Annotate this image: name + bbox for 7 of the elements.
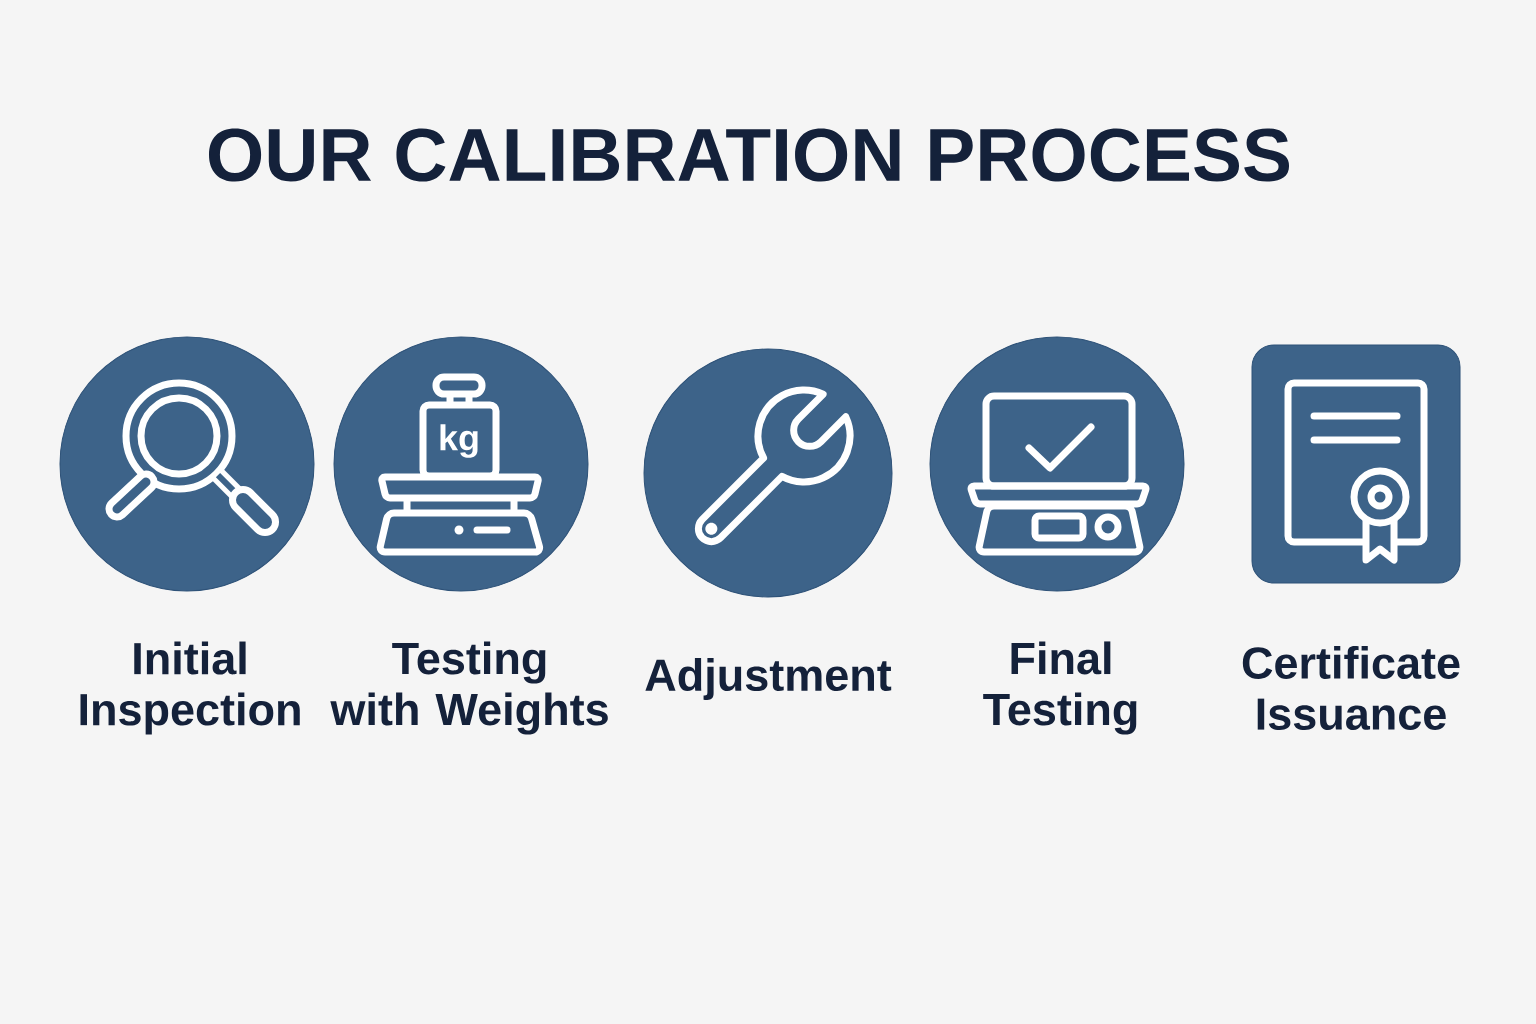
- step-label: Certificate Issuance: [1242, 645, 1460, 731]
- step-label: Testing with Weights: [330, 641, 608, 735]
- step-label: Final Testing: [983, 641, 1137, 735]
- step-label: Adjustment: [645, 658, 892, 700]
- title: OUR CALIBRATION PROCESS: [209, 128, 1290, 182]
- unit-label: kg: [440, 424, 478, 458]
- step-label: Initial Inspection: [80, 641, 300, 735]
